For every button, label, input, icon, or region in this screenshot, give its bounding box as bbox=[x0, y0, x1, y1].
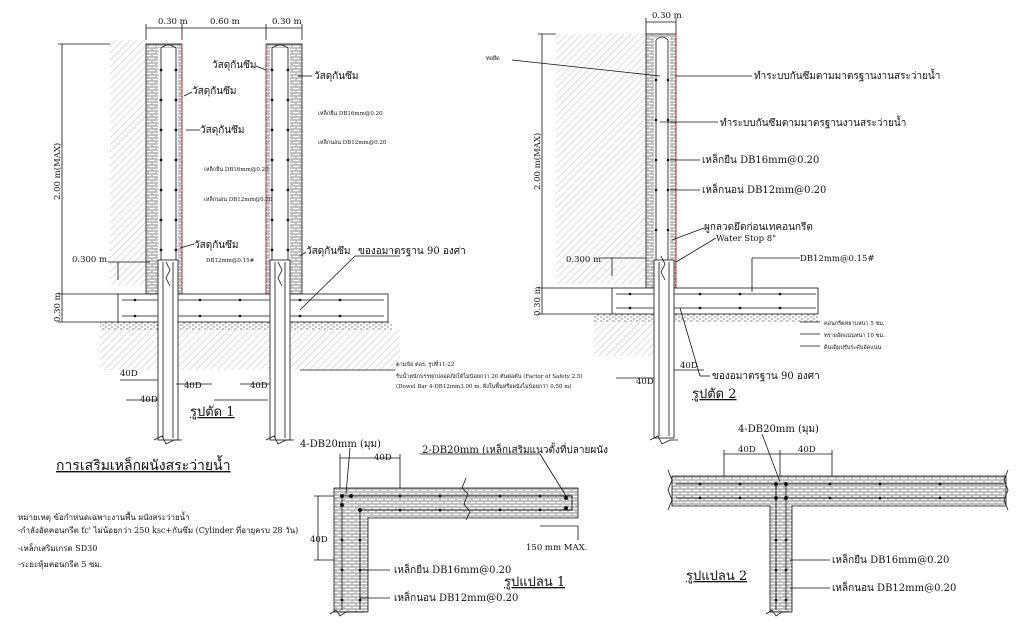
s1-rebar-3: เหล็กยืน DB16mm@0.20 bbox=[204, 165, 269, 173]
p2-rebar-1: เหล็กยืน DB16mm@0.20 bbox=[832, 552, 949, 566]
section-1-labels: 0.30 m 0.60 m 0.30 m 2.00 m(MAX) 0.300 m… bbox=[52, 17, 583, 420]
s2-rebar-2: เหล็กนอน DB12mm@0.20 bbox=[702, 182, 826, 196]
p2-40d-right: 40D bbox=[798, 445, 816, 455]
s1-title: รูปตัด 1 bbox=[190, 405, 235, 420]
s1-dim-030-left: 0.300 m bbox=[72, 255, 107, 265]
s1-seal-2: วัสดุกันซึม bbox=[192, 85, 236, 97]
p1-title: รูปแปลน 1 bbox=[504, 575, 565, 590]
s2-dim-height: 2.00 m(MAX) bbox=[532, 133, 543, 190]
plan-2 bbox=[667, 433, 1009, 617]
s2-dim-030-left: 0.300 m bbox=[566, 255, 601, 265]
s1-seal-3: วัสดุกันซึม bbox=[200, 124, 244, 136]
p1-rebar-2: เหล็กนอน DB12mm@0.20 bbox=[394, 590, 518, 604]
s2-40d-1: 40D bbox=[680, 361, 698, 371]
p1-rebar-1: เหล็กยืน DB16mm@0.20 bbox=[394, 562, 511, 576]
s2-wp-2: ทำระบบกันซึมตามมาตรฐานงานสระว่ายน้ำ bbox=[720, 115, 906, 129]
p1-40d-side: 40D bbox=[310, 535, 328, 545]
s2-dim-030-base: 0.30 m bbox=[533, 286, 543, 316]
plan-1-labels: 4-DB20mm (มุม) 40D 2-DB20mm (เหล็กเสริมแ… bbox=[300, 439, 608, 604]
p2-corner: 4-DB20mm (มุม) bbox=[738, 424, 819, 435]
s2-title: รูปตัด 2 bbox=[692, 387, 737, 402]
p2-title: รูปแปลน 2 bbox=[686, 569, 747, 584]
s2-sand: ทรายอัดแน่นหนา 10 ซม. bbox=[824, 332, 885, 339]
plan-1 bbox=[314, 447, 579, 617]
s1-40d-3: 40D bbox=[250, 381, 268, 391]
s1-hook: ของอมาตรฐาน 90 องศา bbox=[358, 246, 466, 257]
note-1: -กำลังอัดคอนกรีต fc' ไม่น้อยกว่า 250 ksc… bbox=[18, 524, 298, 535]
s1-rebar-4: เหล็กนอน DB12mm@0.20 bbox=[204, 195, 273, 203]
notes-block: การเสริมเหล็กผนังสระว่ายน้ำ หมายเหตุ ข้อ… bbox=[18, 455, 298, 569]
s1-seal-5: วัสดุกันซึม bbox=[194, 239, 238, 251]
s2-db12: DB12mm@0.15# bbox=[800, 254, 875, 264]
s1-rebar-2: เหล็กนอน DB12mm@0.20 bbox=[318, 138, 387, 146]
section-2-labels: 0.30 m ท่อยึด ทำระบบกันซึมตามมาตรฐานงานส… bbox=[486, 11, 940, 402]
p1-corner: 4-DB20mm (มุม) bbox=[300, 439, 381, 450]
note-3: -ระยะหุ้มคอนกรีต 5 ซม. bbox=[18, 560, 102, 569]
s2-pipe: ท่อยึด bbox=[486, 55, 500, 62]
s1-40d-4: 40D bbox=[140, 395, 158, 405]
p2-rebar-2: เหล็กนอน DB12mm@0.20 bbox=[832, 580, 956, 594]
s1-40d-2: 40D bbox=[184, 381, 202, 391]
s2-hook: ของอมาตรฐาน 90 องศา bbox=[712, 371, 820, 382]
s2-water-stop: Water Stop 8" bbox=[716, 234, 776, 244]
s2-tie: ผูกลวดยึดก่อนเทคอนกรีต bbox=[704, 221, 813, 233]
section-2 bbox=[511, 18, 820, 445]
p1-40d-top: 40D bbox=[374, 453, 392, 463]
s2-40d-2: 40D bbox=[636, 377, 654, 387]
s1-note-2: รับน้ำหนักบรรทุกปลอดภัยได้ไม่น้อยกว่า 20… bbox=[396, 372, 583, 380]
s1-dim-left: 0.30 m bbox=[158, 17, 188, 27]
s2-lean: คอนกรีตหยาบหนา 5 ซม. bbox=[824, 320, 885, 327]
s2-dim-top: 0.30 m bbox=[652, 11, 682, 21]
s1-dim-right: 0.30 m bbox=[272, 17, 302, 27]
plan-2-labels: 4-DB20mm (มุม) 40D 40D เหล็กยืน DB16mm@0… bbox=[686, 424, 956, 594]
s2-soil: ดินเดิมปรับระดับอัดแน่น bbox=[824, 344, 882, 351]
s1-40d-1: 40D bbox=[120, 369, 138, 379]
s1-rebar-1: เหล็กยืน DB16mm@0.20 bbox=[318, 109, 383, 117]
s1-note-1: ตามข้อ ตอร. รูปที่11-22 bbox=[396, 360, 454, 368]
main-title: การเสริมเหล็กผนังสระว่ายน้ำ bbox=[56, 455, 231, 474]
section-1 bbox=[58, 24, 400, 445]
s1-dim-030-base: 0.30 m bbox=[53, 292, 63, 322]
s1-seal-4: วัสดุกันซึม bbox=[314, 70, 358, 82]
s1-dim-height: 2.00 m(MAX) bbox=[52, 143, 63, 200]
note-2: -เหล็กเสริมเกรด SD30 bbox=[18, 543, 97, 553]
s1-note-3: (Dowel Bar 4-DB12mm3.00 m. ฝังในพื้นหรือ… bbox=[396, 382, 572, 390]
s1-db12: DB12mm@0.15# bbox=[206, 257, 255, 264]
p1-150: 150 mm MAX. bbox=[526, 543, 587, 553]
s1-seal-6: วัสดุกันซึม bbox=[306, 245, 350, 257]
s1-seal-1: วัสดุกันซึม bbox=[212, 59, 256, 71]
notes-title: หมายเหตุ ข้อกำหนดเฉพาะงานพื้น ผนังสระว่า… bbox=[18, 511, 190, 522]
s1-dim-mid: 0.60 m bbox=[210, 17, 240, 27]
p1-end: 2-DB20mm (เหล็กเสริมแนวตั้งที่ปลายผนัง bbox=[422, 442, 608, 456]
s2-rebar-1: เหล็กยืน DB16mm@0.20 bbox=[702, 152, 819, 166]
p2-40d-left: 40D bbox=[738, 445, 756, 455]
s2-wp-1: ทำระบบกันซึมตามมาตรฐานงานสระว่ายน้ำ bbox=[754, 68, 940, 82]
